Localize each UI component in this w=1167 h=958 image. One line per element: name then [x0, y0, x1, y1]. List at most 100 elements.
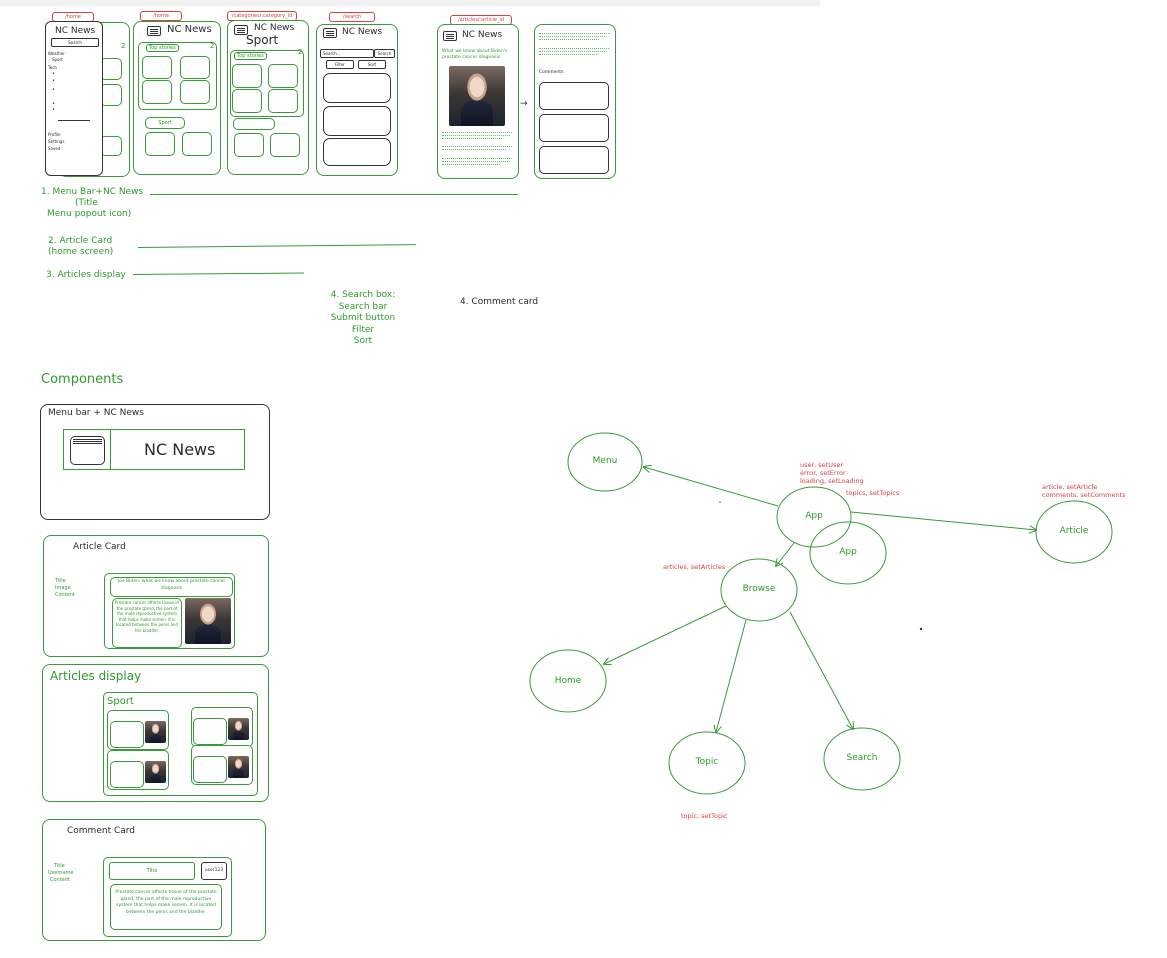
- edge-app-menu: [644, 467, 779, 507]
- component-article-card-title: Article Card: [73, 542, 126, 552]
- menu-item-profile: Profile: [48, 132, 61, 137]
- search-input: Search...: [320, 49, 374, 58]
- menu-item-tech: Tech: [48, 65, 57, 70]
- menu-bar-preview-title: NC News: [144, 440, 216, 459]
- article-card-field-title: Title: [55, 578, 66, 584]
- article-card-body: Prostate cancer affects tissue of the pr…: [112, 598, 182, 648]
- article-app-title: NC News: [462, 30, 503, 40]
- search-result-card: [323, 106, 391, 136]
- hamburger-icon: [234, 25, 248, 35]
- state-app-user: user, setUser: [800, 461, 844, 469]
- annotation-leader-line: [150, 194, 518, 195]
- sport-section-label: Sport: [145, 117, 185, 129]
- mini-article-body: [110, 761, 144, 788]
- article-card-photo: [185, 598, 231, 644]
- node-article-label: Article: [1059, 526, 1089, 536]
- article-card-slot: [268, 89, 298, 113]
- top-stories-label: Top stories: [146, 44, 179, 52]
- component-menu-bar-title: Menu bar + NC News: [48, 408, 144, 418]
- body-text-lines: [539, 33, 609, 34]
- annotation-menu-bar-detail: (Title: [75, 198, 98, 208]
- article-card-slot: [180, 80, 210, 104]
- body-text-lines: [442, 158, 512, 159]
- article-card-slot: [180, 56, 210, 79]
- mini-article-photo: [145, 761, 166, 783]
- component-comment-card-title: Comment Card: [67, 826, 136, 836]
- comment-card-field-username: Username: [48, 870, 74, 876]
- state-app-loading: loading, setLoading: [800, 477, 864, 485]
- search-app-title: NC News: [342, 27, 383, 37]
- article-card-field-content: Content: [55, 592, 75, 598]
- menu-popout-title: NC News: [55, 26, 96, 36]
- body-text-lines: [442, 161, 508, 162]
- stray-dot: [719, 501, 721, 503]
- edge-browse-topic: [716, 619, 747, 732]
- node-home-ellipse: [529, 649, 607, 713]
- node-topic-label: Topic: [695, 757, 719, 767]
- state-article: article, setArticle: [1042, 483, 1098, 491]
- comment-card-slot: [539, 146, 609, 174]
- bullet-icon: •: [52, 71, 55, 77]
- edge-browse-search: [789, 611, 853, 729]
- arrow-right-icon: →: [520, 99, 528, 109]
- home-app-title: NC News: [167, 24, 212, 35]
- bullet-icon: •: [52, 101, 55, 107]
- article-card-slot: [145, 132, 175, 156]
- bullet-icon: •: [52, 87, 55, 93]
- hamburger-icon: [443, 31, 457, 41]
- canvas-toolbar-strip: [0, 0, 820, 6]
- body-text-lines: [539, 51, 605, 52]
- latest-section-label: [233, 118, 275, 130]
- menu-item-settings: Settings: [48, 139, 65, 144]
- annotation-menu-bar-detail: Menu popout icon): [47, 209, 132, 219]
- body-text-lines: [442, 132, 512, 133]
- bullet-icon: •: [52, 107, 55, 113]
- article-card-slot: [232, 64, 262, 88]
- annotation-search-box-line: 4. Search box:: [330, 290, 396, 300]
- comment-card-field-title: Title: [54, 863, 65, 869]
- node-menu-label: Menu: [592, 456, 618, 466]
- article-card-slot: [182, 132, 212, 156]
- hamburger-icon: [323, 28, 337, 38]
- mini-article-body: [193, 718, 227, 745]
- edge-browse-home: [604, 605, 727, 664]
- body-text-lines: [442, 135, 510, 136]
- top-stories-label: Top stories: [234, 52, 267, 60]
- route-tag-search: /search: [329, 12, 375, 22]
- body-text-lines: [539, 36, 605, 37]
- annotation-search-box-line: Search bar: [338, 301, 388, 312]
- article-photo: [449, 66, 505, 126]
- annotation-search-box-line: Submit button: [330, 313, 396, 323]
- edge-app-browse: [776, 542, 795, 566]
- article-card-slot: [268, 64, 298, 88]
- annotation-article-card-detail: (home screen): [48, 247, 114, 257]
- search-button: Search: [374, 49, 395, 58]
- marker-two: 2: [210, 42, 215, 50]
- stray-dot: [919, 627, 923, 631]
- annotation-menu-bar: 1. Menu Bar+NC News: [41, 187, 144, 197]
- article-card-slot: [142, 80, 172, 104]
- menu-bar-preview: [63, 429, 245, 470]
- marker-two: 2: [298, 48, 303, 56]
- node-browse-ellipse: [720, 558, 798, 622]
- article-card-slot: [234, 133, 264, 157]
- body-text-lines: [539, 39, 599, 40]
- comment-card-field-content: Content: [50, 877, 70, 883]
- article-card-slot: [270, 133, 300, 157]
- node-app-label: App: [805, 511, 823, 521]
- node-menu-ellipse: [567, 432, 643, 492]
- annotation-comment-card: 4. Comment card: [460, 297, 539, 307]
- mini-article-photo: [145, 721, 166, 743]
- mini-article-body: [110, 721, 144, 748]
- comment-card-username: user123: [201, 862, 227, 880]
- node-app2-label: App: [839, 547, 857, 557]
- category-heading: Sport: [246, 33, 279, 47]
- article-headline: What we know about Biden's prostate canc…: [442, 49, 508, 60]
- annotation-articles-display: 3. Articles display: [46, 270, 126, 280]
- route-tag-home-2: /home: [140, 11, 182, 21]
- marker-two: 2: [121, 42, 126, 50]
- state-browse: articles, setArticles: [663, 563, 726, 571]
- menu-popout-search: Search: [51, 38, 99, 47]
- hamburger-icon: [70, 436, 105, 465]
- component-articles-display-title: Articles display: [50, 669, 142, 683]
